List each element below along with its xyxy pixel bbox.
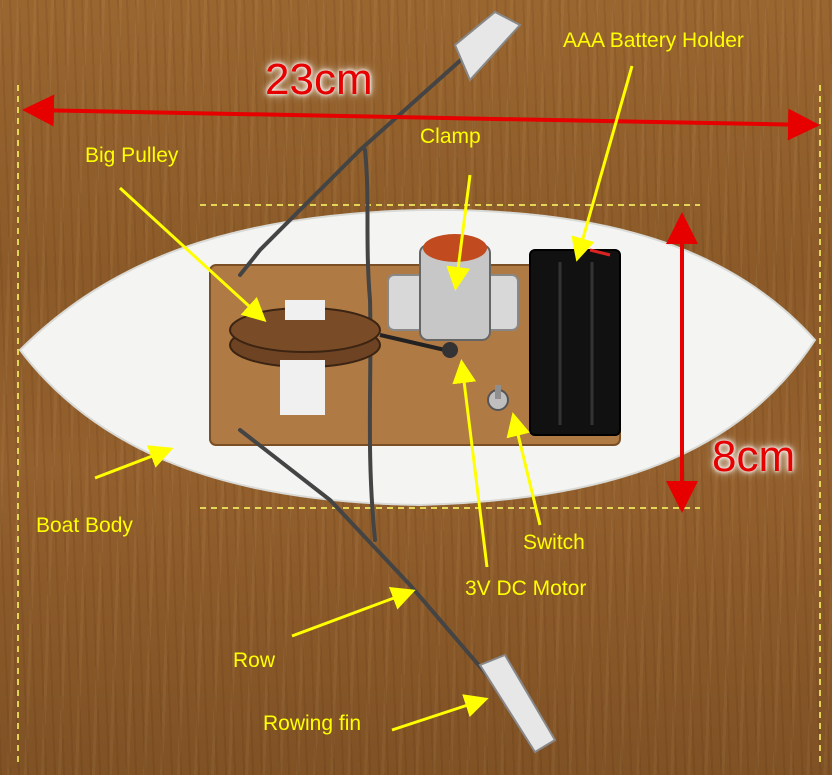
dimension-guides [17,85,821,765]
row-label: Row [233,649,276,672]
battery-holder [529,248,621,436]
motor-label: 3V DC Motor [465,577,587,600]
battery-holder-label: AAA Battery Holder [563,29,744,52]
clamp-label: Clamp [420,125,481,148]
rowing-fin-top [453,10,522,82]
switch-label: Switch [523,531,585,554]
length-arrow [22,94,820,141]
boat-body-label: Boat Body [36,514,133,537]
length-label: 23cm [265,55,373,104]
big-pulley-label: Big Pulley [85,144,179,167]
belt [379,333,446,352]
width-label: 8cm [712,432,796,481]
rowing-fin-bottom [478,653,557,754]
row-rods [238,23,502,692]
big-pulley [229,300,381,415]
switch-component [487,385,509,411]
motor-assembly [387,234,519,358]
pointer-arrows [94,65,634,732]
rowing-fin-label: Rowing fin [263,712,362,735]
